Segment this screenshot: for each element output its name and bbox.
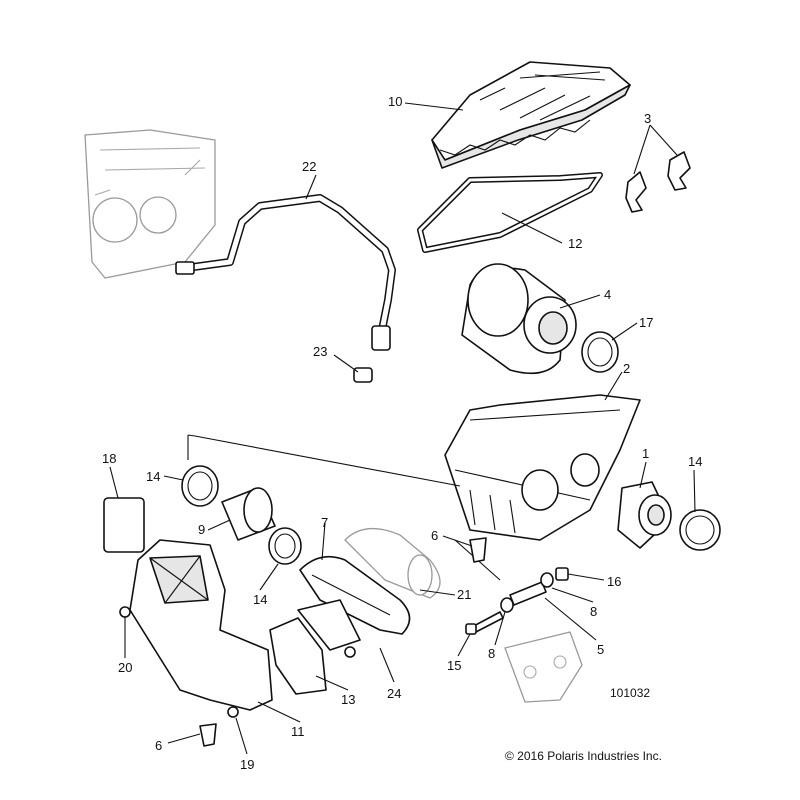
callout-9: 9 [198, 522, 205, 537]
screw-24 [344, 646, 356, 658]
intake-housing [129, 539, 273, 711]
callout-10: 10 [388, 94, 402, 109]
callout-6-lower: 6 [155, 738, 162, 753]
callout-15: 15 [447, 658, 461, 673]
reference-number: 101032 [610, 686, 650, 700]
fastener-bolt [465, 611, 504, 635]
intake-tube [299, 555, 411, 635]
callout-24: 24 [387, 686, 401, 701]
callout-1: 1 [642, 446, 649, 461]
gasket-seal [417, 172, 603, 253]
callout-14-right: 14 [688, 454, 702, 469]
copyright-notice: © 2016 Polaris Industries Inc. [505, 749, 662, 763]
callout-12: 12 [568, 236, 582, 251]
callout-23: 23 [313, 344, 327, 359]
hose-clamp-right [679, 509, 721, 551]
screw-20 [119, 606, 131, 618]
clip-set [625, 151, 691, 213]
intake-coupler [617, 481, 672, 549]
fastener-grommet-upper [540, 572, 554, 588]
air-filter [461, 263, 577, 375]
fastener-grommet-lower [500, 597, 514, 613]
callout-20: 20 [118, 660, 132, 675]
duct-section [269, 599, 361, 695]
clamp-ring [581, 331, 619, 373]
callout-8-lower: 8 [488, 646, 495, 661]
spacer-tube [509, 581, 547, 606]
callout-17: 17 [639, 315, 653, 330]
callout-16: 16 [607, 574, 621, 589]
callout-19: 19 [240, 757, 254, 772]
callout-14-lower: 14 [253, 592, 267, 607]
callout-22: 22 [302, 159, 316, 174]
callout-21: 21 [457, 587, 471, 602]
foam-pad [103, 497, 145, 553]
callout-7: 7 [321, 515, 328, 530]
callout-2: 2 [623, 361, 630, 376]
callout-5: 5 [597, 642, 604, 657]
screw-19 [227, 706, 239, 718]
push-rivet-lower [199, 723, 217, 747]
chassis-frame-ghost [84, 129, 216, 279]
leader-lines [109, 102, 696, 755]
hose-clamp-upper [181, 465, 219, 507]
intake-sleeve [221, 487, 276, 541]
hose-clamp-lower [268, 527, 302, 565]
push-rivet-upper [469, 537, 487, 563]
breather-hose [175, 194, 396, 351]
callout-8-upper: 8 [590, 604, 597, 619]
callout-14-upper: 14 [146, 469, 160, 484]
callout-13: 13 [341, 692, 355, 707]
hose-connector [353, 367, 373, 383]
callout-4: 4 [604, 287, 611, 302]
callout-3: 3 [644, 111, 651, 126]
fastener-nut [555, 567, 569, 581]
callout-11: 11 [291, 724, 305, 739]
airbox-base [444, 394, 641, 541]
mounting-bracket-ghost [504, 631, 583, 703]
airbox-cover [431, 61, 631, 169]
duct-ghost [344, 528, 441, 599]
callout-18: 18 [102, 451, 116, 466]
callout-6-upper: 6 [431, 528, 438, 543]
